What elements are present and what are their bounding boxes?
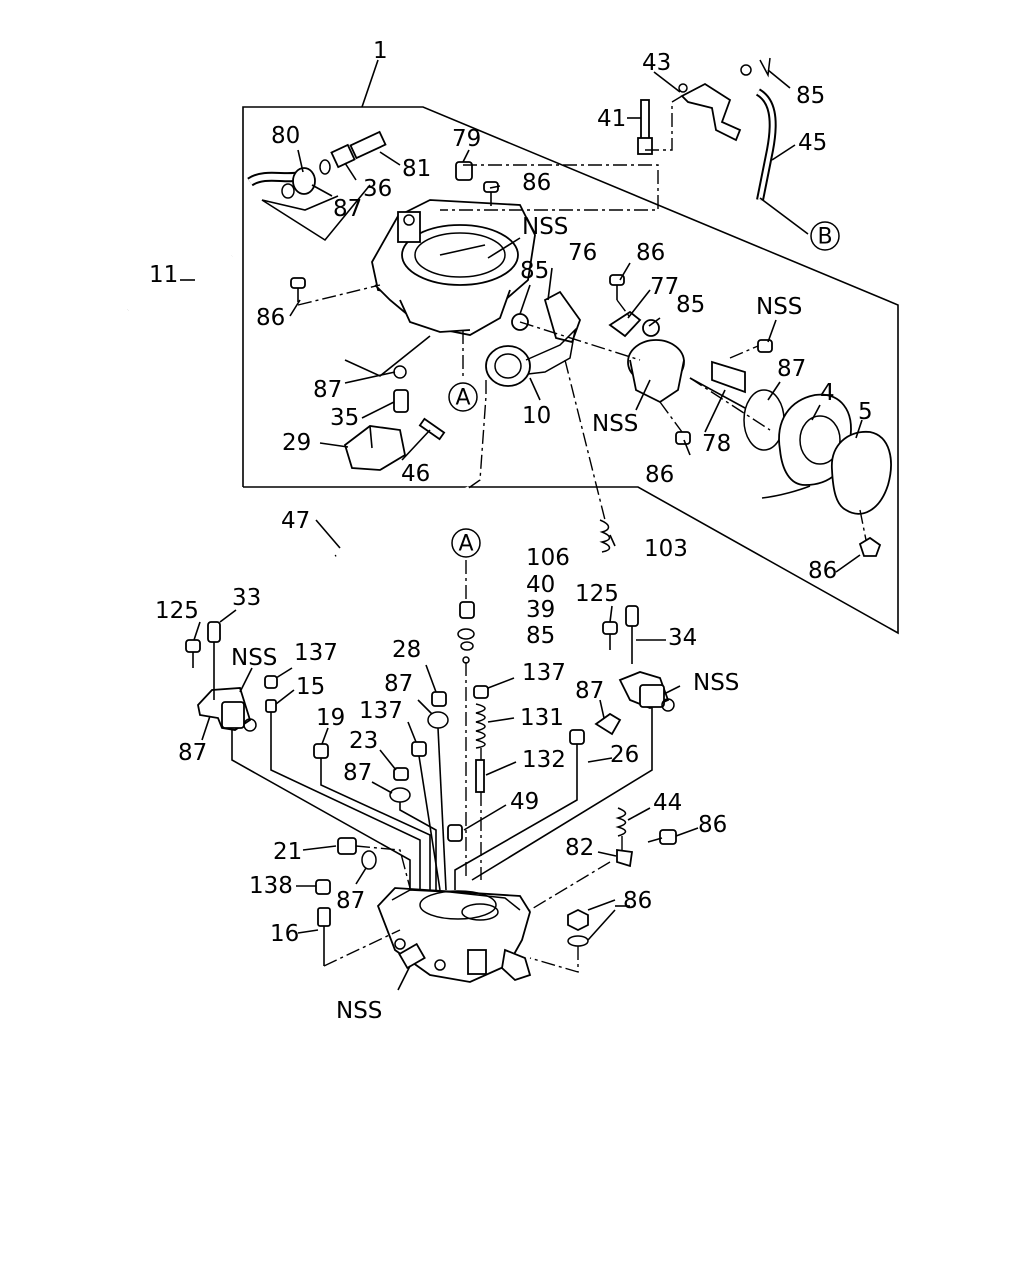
callout-nss: NSS <box>693 670 739 696</box>
callout-29: 29 <box>282 430 311 456</box>
callout-87: 87 <box>178 740 207 766</box>
callout-10: 10 <box>522 403 551 429</box>
callout-87: 87 <box>384 671 413 697</box>
callout-nss: NSS <box>592 411 638 437</box>
callout-26: 26 <box>610 742 639 768</box>
callout-16: 16 <box>270 921 299 947</box>
callout-85: 85 <box>676 292 705 318</box>
callout-137: 137 <box>359 698 403 724</box>
callout-44: 44 <box>653 790 682 816</box>
lower-leaders <box>193 560 699 991</box>
callout-86: 86 <box>256 305 285 331</box>
callout-nss: NSS <box>231 645 277 671</box>
callout-87: 87 <box>313 377 342 403</box>
callout-1: 1 <box>373 38 388 64</box>
callout-86: 86 <box>645 462 674 488</box>
callout-4: 4 <box>820 380 835 406</box>
callout-11: 11 <box>149 262 178 288</box>
callout-21: 21 <box>273 839 302 865</box>
callout-106: 106 <box>526 545 570 571</box>
callout-41: 41 <box>597 106 626 132</box>
callout-45: 45 <box>798 130 827 156</box>
callout-132: 132 <box>522 747 566 773</box>
callout-78: 78 <box>702 431 731 457</box>
callout-137: 137 <box>522 660 566 686</box>
lower-parts <box>185 601 677 983</box>
callout-87: 87 <box>575 678 604 704</box>
callout-46: 46 <box>401 461 430 487</box>
callout-43: 43 <box>642 50 671 76</box>
callout-80: 80 <box>271 123 300 149</box>
callout-15: 15 <box>296 674 325 700</box>
callout-19: 19 <box>316 705 345 731</box>
callout-40: 40 <box>526 572 555 598</box>
ref-a-label-upper: A <box>455 386 470 411</box>
callout-86: 86 <box>636 240 665 266</box>
callout-86: 86 <box>698 812 727 838</box>
callout-39: 39 <box>526 597 555 623</box>
callout-nss: NSS <box>336 998 382 1024</box>
callout-87: 87 <box>343 760 372 786</box>
callout-5: 5 <box>858 399 873 425</box>
callout-86: 86 <box>522 170 551 196</box>
callout-34: 34 <box>668 625 697 651</box>
callout-87: 87 <box>777 356 806 382</box>
callout-87: 87 <box>336 888 365 914</box>
callout-86: 86 <box>623 888 652 914</box>
reference-markers: B A A <box>448 221 840 558</box>
callout-85: 85 <box>526 623 555 649</box>
upper-leaders <box>180 69 867 573</box>
callout-85: 85 <box>520 258 549 284</box>
upper-parts <box>126 57 892 557</box>
callout-76: 76 <box>568 240 597 266</box>
ref-a-label-lower: A <box>458 532 473 557</box>
callout-36: 36 <box>363 176 392 202</box>
callout-131: 131 <box>520 705 564 731</box>
callout-nss: NSS <box>522 214 568 240</box>
ref-b-label: B <box>817 225 832 250</box>
callout-23: 23 <box>349 728 378 754</box>
callout-85: 85 <box>796 83 825 109</box>
callout-87: 87 <box>333 196 362 222</box>
callout-nss: NSS <box>756 294 802 320</box>
assembly-1-outline <box>242 59 899 635</box>
callout-86: 86 <box>808 558 837 584</box>
callout-138: 138 <box>249 873 293 899</box>
callout-137: 137 <box>294 640 338 666</box>
ref-a-circle-upper <box>448 382 478 412</box>
callout-125: 125 <box>155 598 199 624</box>
callout-79: 79 <box>452 126 481 152</box>
callout-49: 49 <box>510 789 539 815</box>
callout-28: 28 <box>392 637 421 663</box>
callout-labels: 1 43 85 41 45 80 79 81 36 86 87 NSS 11 7… <box>149 38 873 1024</box>
callout-82: 82 <box>565 835 594 861</box>
ref-a-circle-lower <box>451 528 481 558</box>
ref-b-circle <box>810 221 840 251</box>
callout-33: 33 <box>232 585 261 611</box>
callout-35: 35 <box>330 405 359 431</box>
callout-81: 81 <box>402 156 431 182</box>
callout-47: 47 <box>281 508 310 534</box>
callout-103: 103 <box>644 536 688 562</box>
callout-125: 125 <box>575 581 619 607</box>
callout-77: 77 <box>650 274 679 300</box>
